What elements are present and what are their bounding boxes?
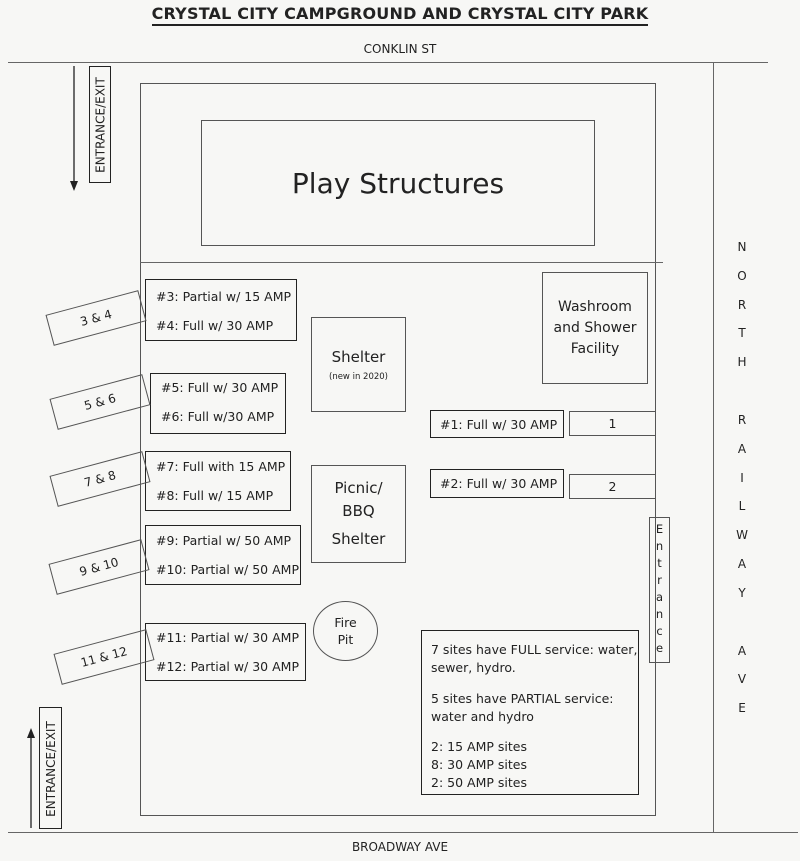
washroom-facility: Washroom and Shower Facility [542,272,648,384]
site-4-label: #4: Full w/ 30 AMP [156,318,274,333]
site-3-label: #3: Partial w/ 15 AMP [156,289,292,304]
washroom-line3: Facility [570,340,620,357]
site-1-label: #1: Full w/ 30 AMP [440,417,558,432]
street-south-line [8,832,798,833]
site-8-label: #8: Full w/ 15 AMP [156,488,274,503]
street-east-letter: R [737,297,747,312]
street-east-letter: L [738,499,746,514]
washroom-line1: Washroom [558,298,632,315]
picnic-line3: Shelter [331,530,386,548]
picnic-line1: Picnic/ [334,479,383,497]
site-box-9-10: #9: Partial w/ 50 AMP #10: Partial w/ 50… [145,525,301,585]
entrance-letter: a [655,590,664,604]
street-north-label: CONKLIN ST [363,42,437,56]
legend-full-line1: 7 sites have FULL service: water, [431,642,638,657]
pad-5-6: 5 & 6 [49,374,151,430]
site-5-label: #5: Full w/ 30 AMP [161,380,279,395]
entrance-exit-top-label: ENTRANCE/EXIT [93,77,108,173]
legend-amps-30: 8: 30 AMP sites [431,757,527,772]
street-north-line [8,62,768,63]
site-box-2: #2: Full w/ 30 AMP [430,469,564,498]
legend-partial-line1: 5 sites have PARTIAL service: [431,691,614,706]
pad-2: 2 [569,474,656,499]
pad-9-10: 9 & 10 [48,539,150,595]
street-east-letter: A [737,441,747,456]
arrow-up-icon [27,728,35,828]
site-box-5-6: #5: Full w/ 30 AMP #6: Full w/30 AMP [150,373,286,434]
site-7-label: #7: Full with 15 AMP [156,459,286,474]
entrance-letter: c [656,624,663,638]
arrow-down-icon [70,66,78,191]
play-area-divider [140,262,663,263]
legend-amps-50: 2: 50 AMP sites [431,775,527,790]
street-east-letter: T [738,326,746,341]
street-east-letter: O [737,268,747,283]
fire-pit: Fire Pit [313,601,378,661]
street-east-letter: N [737,240,747,254]
street-east-letter: A [737,643,747,658]
legend-full-line2: sewer, hydro. [431,660,516,675]
legend-partial-line2: water and hydro [431,709,534,724]
site-box-11-12: #11: Partial w/ 30 AMP #12: Partial w/ 3… [145,623,306,681]
site-11-label: #11: Partial w/ 30 AMP [156,630,299,645]
entrance-letter: e [655,641,664,655]
site-10-label: #10: Partial w/ 50 AMP [156,562,299,577]
legend-amps: 2: 15 AMP sites 8: 30 AMP sites 2: 50 AM… [431,738,527,792]
pad-7-8: 7 & 8 [49,451,151,507]
street-east-letter: W [736,528,748,543]
park-boundary [140,83,656,816]
street-east-letter: A [737,557,747,572]
picnic-bbq-shelter: Picnic/ BBQ Shelter [311,465,406,563]
entrance-exit-bottom-label: ENTRANCE/EXIT [44,721,58,817]
entrance-exit-top: ENTRANCE/EXIT [89,66,111,183]
street-east-letter: R [737,412,747,427]
fire-pit-line1: Fire [334,615,357,630]
street-east-letter: I [740,470,744,485]
service-legend: 7 sites have FULL service: water, sewer,… [421,630,639,795]
shelter-label: Shelter [331,347,386,366]
shelter: Shelter (new in 2020) [311,317,406,412]
street-east-letter: E [738,701,746,716]
site-9-label: #9: Partial w/ 50 AMP [156,533,292,548]
site-box-7-8: #7: Full with 15 AMP #8: Full w/ 15 AMP [145,451,291,511]
pad-1: 1 [569,411,656,436]
play-structures-label: Play Structures [291,166,505,200]
shelter-note: (new in 2020) [329,371,388,382]
map-title-text: CRYSTAL CITY CAMPGROUND AND CRYSTAL CITY… [151,4,649,26]
entrance-letter: E [655,522,664,536]
play-structures-area: Play Structures [201,120,595,246]
entrance-letter: t [657,556,662,570]
washroom-line2: and Shower [553,319,637,336]
site-12-label: #12: Partial w/ 30 AMP [156,659,299,674]
site-box-1: #1: Full w/ 30 AMP [430,410,564,438]
entrance-exit-bottom: ENTRANCE/EXIT [39,707,62,829]
railway-line [713,62,714,832]
site-box-3-4: #3: Partial w/ 15 AMP #4: Full w/ 30 AMP [145,279,297,341]
entrance-letter: r [657,573,662,587]
fire-pit-line2: Pit [337,632,354,647]
street-east-letter: Y [738,585,746,600]
site-2-label: #2: Full w/ 30 AMP [440,476,558,491]
legend-full: 7 sites have FULL service: water, sewer,… [431,641,637,677]
pad-3-4: 3 & 4 [45,290,147,346]
street-east-letter: V [737,672,747,687]
legend-amps-15: 2: 15 AMP sites [431,739,527,754]
legend-partial: 5 sites have PARTIAL service: water and … [431,690,614,726]
site-6-label: #6: Full w/30 AMP [161,409,275,424]
entrance-letter: n [655,539,664,553]
street-south-label: BROADWAY AVE [351,840,449,854]
entrance-letter: n [655,607,664,621]
picnic-line2: BBQ [342,502,375,520]
street-east-letter: H [737,355,747,370]
map-title: CRYSTAL CITY CAMPGROUND AND CRYSTAL CITY… [0,4,800,26]
